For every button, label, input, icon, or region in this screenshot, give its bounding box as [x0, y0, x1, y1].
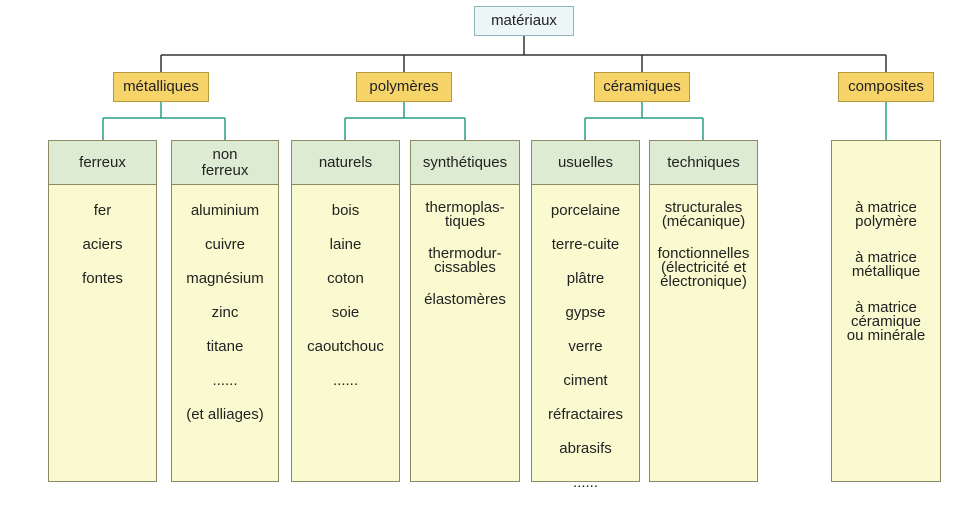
list-item: bois — [331, 202, 360, 219]
list-item: verre — [568, 338, 603, 355]
list-item: plâtre — [566, 270, 605, 287]
list-item: caoutchouc — [307, 338, 384, 355]
list-item: élastomères — [424, 291, 506, 308]
list-item: laine — [329, 236, 362, 253]
column-naturels: naturels bois laine coton soie caoutchouc...… — [291, 140, 400, 482]
list-item: ...... — [332, 372, 358, 389]
list-item: abrasifs — [559, 440, 612, 457]
column-non-ferreux-head: non ferreux — [172, 141, 278, 185]
root-node: matériaux — [474, 6, 574, 36]
column-composites-items: à matrice polymère à matrice métallique à … — [832, 199, 940, 365]
column-usuelles-head: usuelles — [532, 141, 639, 185]
column-techniques-items: structurales (mécanique) fonctionnelles (… — [650, 199, 757, 307]
list-item: réfractaires — [547, 406, 624, 423]
category-composites: composites — [838, 72, 934, 102]
list-item: cuivre — [204, 236, 245, 253]
list-item: structurales (mécanique) — [661, 199, 746, 230]
list-item: thermodur- cissables — [428, 245, 502, 276]
list-item: à matrice céramique ou minérale — [846, 299, 926, 344]
materials-tree-diagram: matériaux métalliques polymères céramiqu… — [48, 6, 941, 491]
list-item: ciment — [563, 372, 608, 389]
column-ferreux-head: ferreux — [49, 141, 156, 185]
list-item: (et alliages) — [186, 406, 264, 423]
column-synthetiques-head: synthétiques — [411, 141, 519, 185]
list-item: à matrice polymère — [855, 199, 917, 230]
list-item: fontes — [82, 270, 123, 287]
column-ferreux: ferreux fer aciers fontes — [48, 140, 157, 482]
list-item: coton — [327, 270, 364, 287]
connector-lines — [102, 36, 887, 140]
column-naturels-items: bois laine coton soie caoutchouc...... — [292, 203, 399, 407]
category-polymeres: polymères — [356, 72, 452, 102]
list-item: thermoplas- tiques — [425, 199, 505, 230]
column-techniques: techniques structurales (mécanique) fonct… — [649, 140, 758, 482]
list-item: porcelaine — [550, 202, 621, 219]
list-item: magnésium — [186, 270, 264, 287]
column-non-ferreux-items: aluminium cuivre magnésium zinc titane......… — [172, 203, 278, 441]
list-item: aciers — [82, 236, 123, 253]
list-item: titane — [206, 338, 244, 355]
list-item: à matrice métallique — [851, 249, 921, 280]
column-naturels-head: naturels — [292, 141, 399, 185]
column-usuelles: usuelles porcelaine terre-cuite plâtre gyps… — [531, 140, 640, 491]
category-composites-label: composites — [848, 78, 924, 95]
list-item: soie — [331, 304, 360, 321]
list-item: fer — [93, 202, 112, 219]
list-item: gypse — [565, 304, 606, 321]
column-synthetiques: synthétiques thermoplas- tiques thermodur… — [410, 140, 520, 482]
column-techniques-head: techniques — [650, 141, 757, 185]
column-non-ferreux: non ferreux aluminium cuivre magnésium zinc… — [171, 140, 279, 482]
category-polymeres-label: polymères — [369, 78, 439, 95]
category-ceramiques-label: céramiques — [603, 78, 681, 95]
root-label: matériaux — [491, 12, 557, 29]
list-item: aluminium — [190, 202, 260, 219]
column-composites: à matrice polymère à matrice métallique à … — [831, 140, 941, 482]
column-ferreux-items: fer aciers fontes — [49, 203, 156, 305]
category-metalliques-label: métalliques — [123, 78, 199, 95]
category-ceramiques: céramiques — [594, 72, 690, 102]
list-item: ...... — [212, 372, 238, 389]
list-item: fonctionnelles (électricité et électroni… — [657, 245, 750, 290]
list-item: terre-cuite — [551, 236, 620, 253]
column-synthetiques-items: thermoplas- tiques thermodur- cissables él… — [411, 199, 519, 325]
list-item: zinc — [211, 304, 239, 321]
list-item: ...... — [572, 474, 598, 491]
category-metalliques: métalliques — [113, 72, 209, 102]
column-usuelles-items: porcelaine terre-cuite plâtre gypse verre cim… — [532, 203, 639, 509]
